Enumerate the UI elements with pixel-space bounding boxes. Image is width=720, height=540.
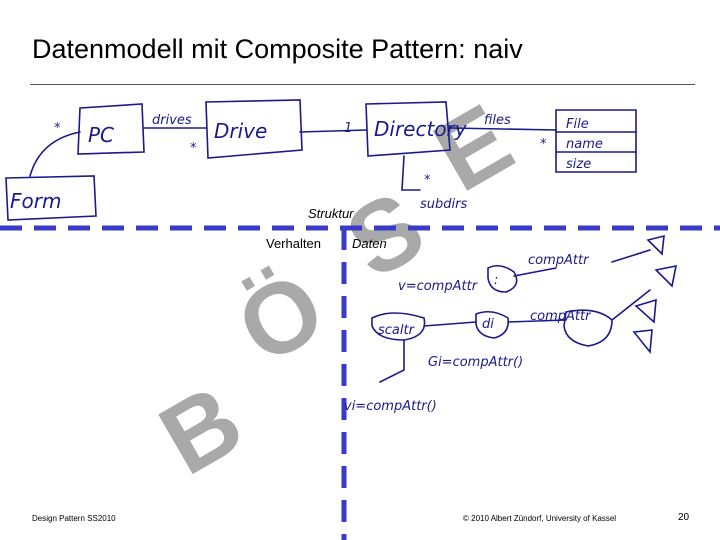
pc-form-link bbox=[29, 131, 81, 177]
page-number: 20 bbox=[678, 512, 690, 523]
handwritten-name: name bbox=[566, 137, 603, 152]
handwritten-mult-4: * bbox=[540, 137, 547, 152]
object-link-4 bbox=[513, 267, 557, 277]
object-link-1 bbox=[423, 321, 477, 327]
footer-copyright: © 2010 Albert Zündorf, University of Kas… bbox=[463, 514, 617, 523]
handwritten-mult-3: 1 bbox=[344, 121, 352, 136]
file-class-box bbox=[555, 109, 637, 173]
object-link-3 bbox=[379, 339, 405, 383]
handwritten-form: Form bbox=[10, 189, 61, 213]
handwritten-compattr-1: compAttr bbox=[528, 253, 590, 268]
pc-class-box bbox=[77, 103, 145, 155]
slide-title: Datenmodell mit Composite Pattern: naiv bbox=[32, 34, 523, 64]
footer-course: Design Pattern SS2010 bbox=[32, 514, 116, 523]
handwritten-obj-1: : bbox=[494, 273, 498, 288]
handwritten-subdirs: subdirs bbox=[420, 197, 467, 212]
handwritten-size: size bbox=[566, 157, 591, 172]
directory-file-link bbox=[449, 127, 557, 131]
form-class-box bbox=[5, 175, 97, 221]
directory-subdirs-link bbox=[401, 155, 421, 191]
handwritten-obj-2: di bbox=[482, 317, 494, 332]
handwritten-mult-1: * bbox=[54, 121, 61, 136]
handwritten-gicompattr: Gi=compAttr() bbox=[428, 355, 523, 370]
daten-label: Daten bbox=[352, 236, 387, 251]
object-node-1 bbox=[487, 264, 518, 293]
drive-directory-link bbox=[299, 129, 367, 133]
handwritten-compattr-2: compAttr bbox=[530, 309, 592, 324]
verhalten-label: Verhalten bbox=[266, 236, 321, 251]
leaf-sketch-2 bbox=[654, 264, 678, 288]
object-link-6 bbox=[611, 249, 651, 263]
handwritten-drives: drives bbox=[152, 113, 192, 128]
handwritten-directory: Directory bbox=[374, 117, 468, 141]
object-link-2 bbox=[507, 319, 567, 323]
leaf-sketch-1 bbox=[646, 234, 665, 256]
handwritten-files: files bbox=[484, 113, 511, 128]
directory-class-box bbox=[365, 101, 451, 157]
leaf-sketch-3 bbox=[634, 298, 657, 324]
object-link-5 bbox=[611, 289, 651, 321]
object-node-2 bbox=[371, 312, 426, 341]
handwritten-pc: PC bbox=[88, 123, 114, 147]
drive-class-box bbox=[205, 99, 303, 159]
title-divider bbox=[30, 84, 695, 85]
handwritten-mult-2: * bbox=[190, 141, 197, 156]
handwritten-file: File bbox=[566, 117, 589, 132]
object-node-4 bbox=[563, 309, 613, 347]
struktur-label: Struktur bbox=[308, 206, 354, 221]
handwritten-vicompattr: vi=compAttr() bbox=[344, 399, 437, 414]
leaf-sketch-4 bbox=[632, 329, 653, 355]
handwritten-mult-5: * bbox=[424, 173, 431, 188]
handwritten-drive: Drive bbox=[214, 119, 267, 143]
object-node-3 bbox=[475, 310, 510, 339]
handwritten-v-compattr: v=compAttr bbox=[398, 279, 479, 294]
handwritten-scaltr: scaltr bbox=[378, 323, 416, 338]
